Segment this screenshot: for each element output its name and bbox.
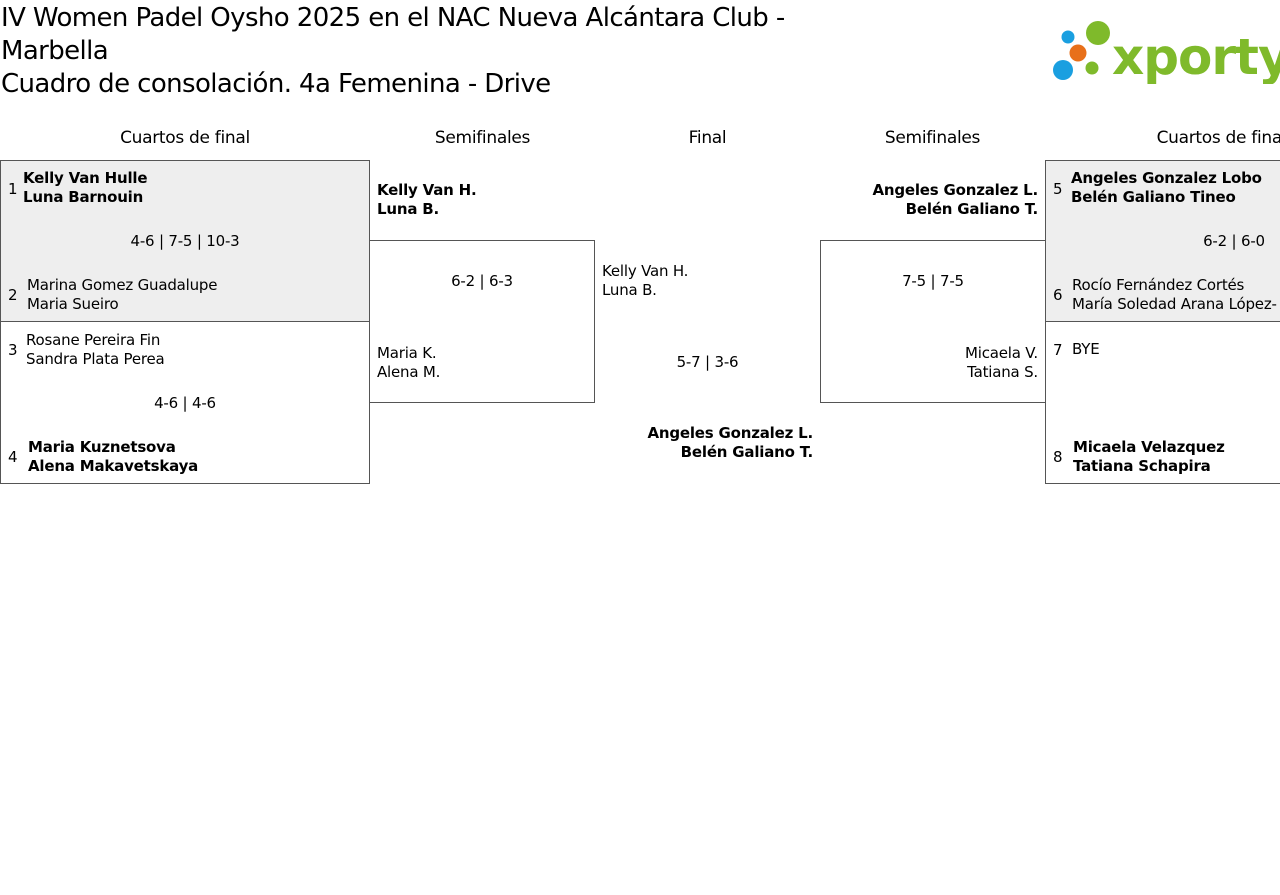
page-title: IV Women Padel Oysho 2025 en el NAC Nuev… [1, 2, 861, 101]
sf-right-team-a[interactable]: Angeles Gonzalez L. Belén Galiano T. [825, 181, 1038, 219]
player-name: Maria Sueiro [27, 295, 119, 313]
round-header-right-sf: Semifinales [884, 128, 981, 148]
title-line-3: Cuadro de consolación. 4a Femenina - Dri… [1, 69, 551, 99]
seed-number: 6 [1053, 286, 1063, 304]
player-name: Micaela V. [964, 344, 1038, 362]
seed-number: 8 [1053, 448, 1063, 466]
match-score: 4-6 | 7-5 | 10-3 [130, 232, 240, 250]
player-name: Sandra Plata Perea [26, 350, 165, 368]
match-score: 4-6 | 4-6 [154, 394, 216, 412]
match-score: 6-2 | 6-3 [451, 272, 513, 290]
final-team-a[interactable]: Kelly Van H. Luna B. [602, 262, 688, 300]
match-score: 6-2 | 6-0 [1203, 232, 1265, 250]
seed-number: 7 [1053, 341, 1063, 359]
player-name: Maria Kuznetsova [28, 438, 176, 456]
player-name: Alena Makavetskaya [28, 457, 199, 475]
round-header-left-qf: Cuartos de final [120, 128, 250, 148]
team-name-winner[interactable]: Maria Kuznetsova Alena Makavetskaya [28, 438, 198, 476]
seed-number: 2 [8, 286, 18, 304]
team-name[interactable]: Rosane Pereira Fin Sandra Plata Perea [26, 331, 165, 369]
team-name[interactable]: Rocío Fernández Cortés María Soledad Ara… [1072, 276, 1277, 314]
player-name: Alena M. [377, 363, 441, 381]
round-header-right-qf: Cuartos de final [1156, 128, 1280, 148]
player-name: Luna B. [602, 281, 657, 299]
player-name: Kelly Van H. [377, 181, 477, 199]
round-header-left-sf: Semifinales [434, 128, 531, 148]
player-name: Tatiana Schapira [1073, 457, 1211, 475]
seed-number: 5 [1053, 180, 1063, 198]
logo-dot-green-small [1085, 61, 1099, 75]
team-name-bye: BYE [1072, 340, 1100, 358]
player-name: Rocío Fernández Cortés [1072, 276, 1245, 294]
player-name: Micaela Velazquez [1073, 438, 1225, 456]
seed-number: 1 [8, 180, 18, 198]
player-name: Marina Gomez Guadalupe [27, 276, 218, 294]
match-score: 7-5 | 7-5 [902, 272, 964, 290]
player-name: Angeles Gonzalez L. [647, 424, 813, 442]
match-sf-left[interactable]: 6-2 | 6-3 Maria K. Alena M. [369, 240, 595, 403]
match-qf-right-2[interactable]: 7 BYE 8 Micaela Velazquez Tatiana Schapi… [1045, 321, 1280, 484]
final-score: 5-7 | 3-6 [676, 353, 739, 371]
player-name: María Soledad Arana López- [1072, 295, 1277, 313]
final-team-b-winner[interactable]: Angeles Gonzalez L. Belén Galiano T. [600, 424, 813, 462]
player-name: Belén Galiano T. [680, 443, 814, 461]
player-name: Maria K. [377, 344, 437, 362]
round-header-final: Final [688, 128, 727, 148]
seed-number: 4 [8, 448, 18, 466]
player-name: Belén Galiano T. [905, 200, 1039, 218]
team-name[interactable]: Maria K. Alena M. [377, 344, 440, 382]
team-name-winner[interactable]: Kelly Van Hulle Luna Barnouin [23, 169, 148, 207]
player-name: Rosane Pereira Fin [26, 331, 161, 349]
match-sf-right[interactable]: 7-5 | 7-5 Micaela V. Tatiana S. [820, 240, 1046, 403]
seed-number: 3 [8, 341, 18, 359]
player-name: Angeles Gonzalez L. [872, 181, 1038, 199]
logo-dot-blue-big [1053, 60, 1073, 80]
match-qf-left-2[interactable]: 3 Rosane Pereira Fin Sandra Plata Perea … [0, 321, 370, 484]
player-name: Belén Galiano Tineo [1071, 188, 1236, 206]
logo-dot-orange [1069, 44, 1087, 62]
xporty-logo[interactable]: xporty [1050, 18, 1280, 84]
match-qf-left-1[interactable]: 1 Kelly Van Hulle Luna Barnouin 4-6 | 7-… [0, 160, 370, 322]
player-name: Angeles Gonzalez Lobo [1071, 169, 1262, 187]
title-line-1: IV Women Padel Oysho 2025 en el NAC Nuev… [1, 3, 785, 33]
player-name: Luna Barnouin [23, 188, 144, 206]
player-name: Kelly Van H. [602, 262, 689, 280]
match-qf-right-1[interactable]: 5 Angeles Gonzalez Lobo Belén Galiano Ti… [1045, 160, 1280, 322]
team-name[interactable]: Marina Gomez Guadalupe Maria Sueiro [27, 276, 217, 314]
logo-dot-blue-small [1061, 30, 1075, 44]
player-name: Kelly Van Hulle [23, 169, 148, 187]
team-name-winner[interactable]: Micaela Velazquez Tatiana Schapira [1073, 438, 1225, 476]
sf-left-team-a[interactable]: Kelly Van H. Luna B. [377, 181, 477, 219]
logo-dot-green-big [1086, 21, 1110, 45]
player-name: Tatiana S. [967, 363, 1038, 381]
title-line-2: Marbella [1, 36, 109, 66]
logo-text: xporty [1112, 28, 1280, 84]
team-name[interactable]: Micaela V. Tatiana S. [825, 344, 1038, 382]
team-name-winner[interactable]: Angeles Gonzalez Lobo Belén Galiano Tine… [1071, 169, 1262, 207]
player-name: Luna B. [377, 200, 439, 218]
